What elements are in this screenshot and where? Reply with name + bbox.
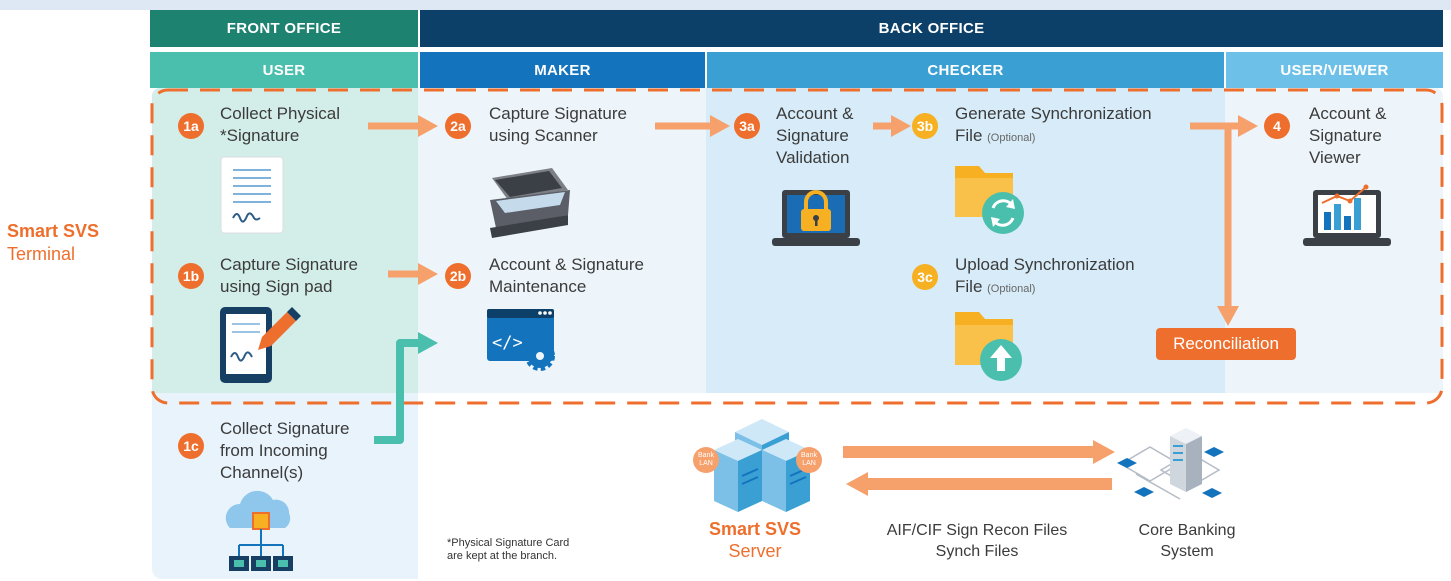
user-viewer-column-header: USER/VIEWER xyxy=(1226,52,1443,88)
laptop-chart-icon xyxy=(1303,184,1391,246)
step-3a-badge: 3a xyxy=(734,113,760,139)
step-3b-text: Generate Synchronization File (Optional) xyxy=(955,104,1152,145)
arrow-1a-to-2a xyxy=(368,115,438,137)
folder-upload-icon xyxy=(955,312,1022,381)
svg-text:</>: </> xyxy=(492,333,523,353)
maker-column-panel xyxy=(418,88,706,393)
scanner-icon xyxy=(490,168,570,238)
arrow-core-to-server xyxy=(846,472,1112,496)
step-3c-badge: 3c xyxy=(912,264,938,290)
step-2a-badge: 2a xyxy=(445,113,471,139)
step-3b-badge: 3b xyxy=(912,113,938,139)
sign-pad-tablet-icon xyxy=(220,307,301,383)
step-2b-badge: 2b xyxy=(445,263,471,289)
front-office-header: FRONT OFFICE xyxy=(150,10,418,47)
maker-column-header: MAKER xyxy=(420,52,705,88)
terminal-label-line1: Smart SVS xyxy=(7,221,100,241)
bank-lan-right-bubble: Bank LAN xyxy=(796,447,822,473)
core-banking-network-icon xyxy=(1117,428,1224,500)
folder-sync-icon xyxy=(955,166,1024,234)
arrow-3a-to-3b xyxy=(873,115,911,137)
user-column-panel xyxy=(152,88,418,393)
terminal-label-line2: Terminal xyxy=(7,244,76,264)
step-1c-badge: 1c xyxy=(178,433,204,459)
step-3b-optional: (Optional) xyxy=(987,132,1036,144)
step-3c-optional: (Optional) xyxy=(987,283,1036,295)
back-office-header: BACK OFFICE xyxy=(420,10,1443,47)
terminal-dashed-boundary xyxy=(150,88,1444,405)
step-1b-badge: 1b xyxy=(178,263,204,289)
step-1a-badge: 1a xyxy=(178,113,204,139)
arrow-2a-to-3a xyxy=(655,115,730,137)
user-column-header: USER xyxy=(150,52,418,88)
server-cluster-icon xyxy=(714,419,810,512)
bank-lan-left-bubble: Bank LAN xyxy=(693,447,719,473)
signature-document-icon xyxy=(220,156,284,234)
checker-column-header: CHECKER xyxy=(707,52,1224,88)
arrow-3b-to-4 xyxy=(1190,115,1258,137)
arrow-1c-to-2b xyxy=(374,332,438,444)
arrow-to-reconciliation xyxy=(1217,126,1239,326)
step-1a-text: Collect Physical*Signature xyxy=(220,104,340,145)
code-window-gear-icon: </> xyxy=(487,309,555,371)
step-4-badge: 4 xyxy=(1264,113,1290,139)
top-strip xyxy=(0,0,1451,10)
arrow-1b-to-2b xyxy=(388,263,438,285)
laptop-lock-icon xyxy=(772,190,860,246)
reconciliation-badge: Reconciliation xyxy=(1156,328,1296,360)
cloud-network-icon xyxy=(225,490,293,571)
step-3c-text: Upload Synchronization File (Optional) xyxy=(955,255,1135,296)
incoming-channel-panel xyxy=(152,393,418,579)
arrow-server-to-core xyxy=(843,440,1115,464)
